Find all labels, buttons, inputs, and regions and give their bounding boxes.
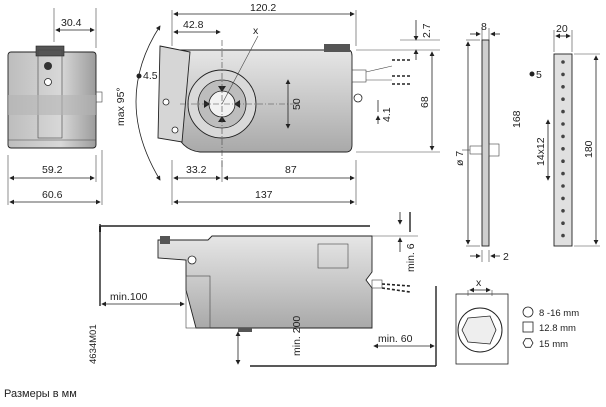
dim-front-4-1: 4.1 [381, 107, 393, 122]
side-knob-icon [44, 62, 52, 70]
front-view [157, 35, 410, 168]
rail-hole [561, 171, 565, 176]
front-axis-label: x [253, 25, 259, 37]
dim-bracket-d7: ø 7 [454, 151, 466, 166]
rail-hole [561, 122, 565, 126]
rail-hole [561, 196, 565, 201]
rail-hole [561, 60, 565, 64]
dim-bracket-2: 2 [503, 251, 509, 263]
front-dims: 120.2 42.8 x 4.5 max 95° 50 68 2.7 4.1 3… [115, 2, 440, 205]
dim-front-137: 137 [255, 189, 273, 201]
dim-front-hole: 4.5 [143, 70, 158, 82]
drawing-code: 4634M01 [88, 324, 99, 364]
dim-bracket-168: 168 [511, 110, 523, 128]
rail-hole [561, 184, 565, 188]
dim-min6: min. 6 [405, 243, 417, 272]
dim-front-angle: max 95° [115, 87, 127, 126]
rail-hole [561, 85, 565, 89]
dim-front-h68: 68 [419, 96, 431, 108]
rail-dims: 20 5 180 14x12 [529, 23, 600, 247]
dim-bracket-8: 8 [481, 21, 487, 33]
dim-front-33-2: 33.2 [186, 164, 207, 176]
rail-holes [561, 60, 565, 238]
side-dims: 30.4 59.2 60.6 [7, 8, 103, 205]
dim-min100: min.100 [110, 291, 148, 303]
dim-front-87: 87 [285, 164, 297, 176]
dim-side-w2: 60.6 [42, 189, 63, 201]
dim-rail-pitch: 14x12 [535, 137, 547, 166]
dim-side-top: 30.4 [61, 17, 82, 29]
installation-dims: min.100 min. 6 min. 200 min. 60 4634M01 [88, 212, 435, 365]
hexagon-shaft-icon [522, 338, 534, 348]
shaft-legend: 8 -16 mm 12.8 mm 15 mm [522, 306, 579, 350]
dim-rail-20: 20 [556, 23, 568, 35]
dim-side-w1: 59.2 [42, 164, 63, 176]
circle-shaft-icon [522, 306, 534, 318]
dim-rail-180: 180 [583, 140, 595, 158]
dim-front-2-7: 2.7 [421, 23, 433, 38]
dim-front-left: 42.8 [183, 19, 204, 31]
legend-hexagon-label: 15 mm [539, 339, 568, 350]
shaft-adapter-view: x [455, 277, 509, 365]
rail-hole [561, 209, 565, 213]
rail-hole [561, 109, 565, 114]
legend-square-label: 12.8 mm [539, 323, 576, 334]
rail-hole [561, 233, 565, 238]
units-caption: Размеры в мм [4, 388, 77, 400]
shaft-x-label: x [476, 277, 482, 289]
rail-hole [561, 134, 565, 139]
rail-view [553, 53, 573, 247]
side-view [7, 45, 103, 149]
legend-circle-label: 8 -16 mm [539, 308, 579, 319]
installation-view [99, 212, 437, 367]
rail-hole [561, 97, 565, 101]
dim-min60: min. 60 [378, 333, 413, 345]
rail-hole [561, 159, 565, 163]
bracket-dims: 8 168 ø 7 2 [454, 21, 523, 263]
rail-hole [561, 72, 565, 77]
square-shaft-icon [522, 321, 534, 333]
dim-front-total: 120.2 [250, 2, 276, 14]
dim-min200: min. 200 [291, 316, 303, 356]
dim-front-h50: 50 [291, 98, 303, 110]
dim-rail-hole: 5 [536, 69, 542, 81]
rail-hole [561, 221, 565, 225]
rail-hole [561, 147, 565, 151]
bracket-view [469, 39, 500, 247]
